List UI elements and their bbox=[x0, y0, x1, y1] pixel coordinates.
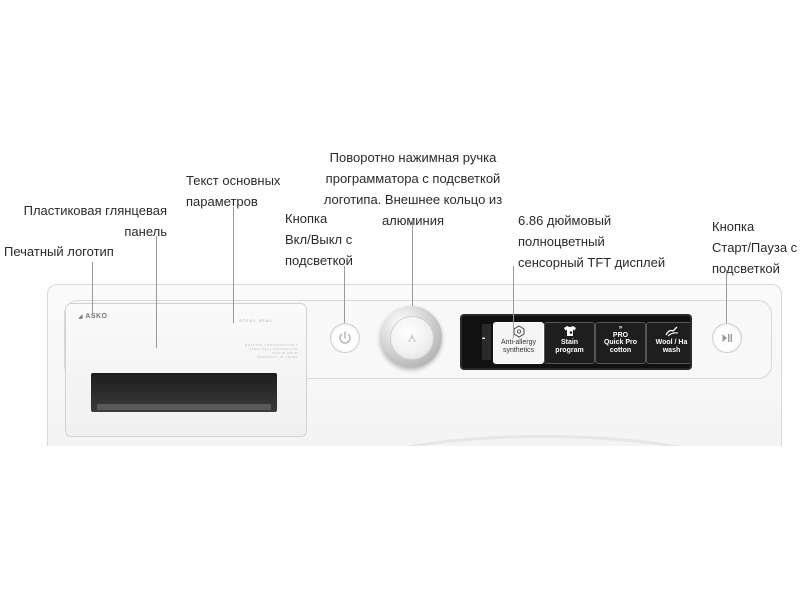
callout-start-button-line2: Старт/Пауза с bbox=[712, 240, 798, 255]
parameters-print-line: ACTIVE DRUM bbox=[271, 351, 298, 355]
bottom-background bbox=[0, 446, 800, 600]
callout-power-button-line3: подсветкой bbox=[285, 253, 353, 268]
knob-logo-icon bbox=[408, 334, 416, 342]
tile-line: Wool / Ha bbox=[655, 339, 688, 346]
callout-power-button-line2: Вкл/Выкл с bbox=[285, 232, 353, 247]
tile-line: program bbox=[555, 347, 584, 354]
callout-parameters-text-line2: параметров bbox=[186, 194, 258, 209]
power-button[interactable] bbox=[330, 323, 360, 353]
callout-glossy-panel: Пластиковая глянцевая панель bbox=[22, 200, 167, 242]
tile-line: wash bbox=[662, 347, 681, 354]
tile-line: Anti-allergy bbox=[500, 339, 536, 346]
parameters-print-title: STEEL SEAL bbox=[239, 318, 273, 323]
callout-start-button: Кнопка Старт/Пауза с подсветкой bbox=[712, 216, 797, 279]
printed-logo-text: ASKO bbox=[85, 313, 108, 320]
program-tile-quick-pro[interactable]: » PRO Quick Pro cotton bbox=[595, 322, 646, 364]
allergy-icon bbox=[494, 325, 543, 339]
leader-line-parameters-text bbox=[233, 207, 234, 323]
play-pause-icon bbox=[722, 334, 732, 342]
callout-power-button: Кнопка Вкл/Выкл с подсветкой bbox=[285, 208, 353, 271]
asko-a-icon: ◢ bbox=[78, 314, 86, 320]
leader-line-glossy-panel bbox=[156, 236, 157, 348]
detergent-drawer-glossy-panel[interactable] bbox=[65, 303, 307, 437]
shirt-stain-icon bbox=[545, 325, 594, 339]
callout-start-button-line3: подсветкой bbox=[712, 261, 780, 276]
callout-glossy-panel-line2: панель bbox=[124, 224, 167, 239]
power-icon bbox=[339, 331, 351, 344]
parameters-print-line: QUATTRO CONSTRUCTION 4 bbox=[245, 343, 298, 347]
callout-knob: Поворотно нажимная ручка программатора с… bbox=[318, 147, 508, 231]
start-pause-button[interactable] bbox=[712, 323, 742, 353]
program-tile-wool-hand[interactable]: Wool / Ha wash bbox=[646, 322, 690, 364]
callout-display: 6.86 дюймовый полноцветный сенсорный TFT… bbox=[518, 210, 665, 273]
program-tile-stain[interactable]: Stain program bbox=[544, 322, 595, 364]
program-tile-anti-allergy[interactable]: Anti-allergy synthetics bbox=[493, 322, 544, 364]
leader-line-knob bbox=[412, 218, 413, 306]
tft-touch-display[interactable]: Anti-allergy synthetics Stain program » … bbox=[460, 314, 692, 370]
knob-inner-face bbox=[390, 316, 434, 360]
tile-line: Quick Pro bbox=[603, 339, 638, 346]
drawer-handle-slot[interactable] bbox=[91, 373, 277, 412]
callout-start-button-line1: Кнопка bbox=[712, 219, 755, 234]
callout-printed-logo-line1: Печатный логотип bbox=[4, 244, 114, 259]
tile-line: Stain bbox=[560, 339, 579, 346]
pro-icon-text: PRO bbox=[612, 332, 629, 339]
callout-knob-line4: алюминия bbox=[318, 210, 508, 231]
callout-glossy-panel-line1: Пластиковая глянцевая bbox=[23, 203, 167, 218]
callout-knob-line1: Поворотно нажимная ручка bbox=[329, 150, 497, 165]
leader-line-display bbox=[513, 266, 514, 338]
callout-display-line1: 6.86 дюймовый bbox=[518, 213, 612, 228]
pro-icon: » PRO bbox=[596, 325, 645, 339]
leader-line-power-button bbox=[344, 266, 345, 323]
leader-line-printed-logo bbox=[92, 262, 93, 315]
tile-line: synthetics bbox=[502, 347, 535, 354]
callout-knob-line3: логотипа. Внешнее кольцо из bbox=[323, 192, 503, 207]
display-menu-button[interactable] bbox=[482, 324, 491, 360]
wool-hand-icon bbox=[647, 325, 690, 339]
callout-knob-line2: программатора с подсветкой bbox=[325, 171, 501, 186]
program-knob[interactable] bbox=[380, 306, 442, 368]
callout-parameters-text-line1: Текст основных bbox=[186, 173, 281, 188]
callout-display-line2: полноцветный bbox=[518, 234, 605, 249]
tile-line: cotton bbox=[609, 347, 632, 354]
callout-power-button-line1: Кнопка bbox=[285, 211, 328, 226]
callout-parameters-text: Текст основных параметров bbox=[186, 170, 280, 212]
parameters-print-line: WARRANTY 25 YEARS bbox=[257, 355, 298, 359]
callout-display-line3: сенсорный TFT дисплей bbox=[518, 255, 666, 270]
printed-logo: ◢ ASKO bbox=[78, 313, 108, 320]
fast-forward-icon: » bbox=[618, 325, 623, 331]
callout-printed-logo: Печатный логотип bbox=[4, 241, 114, 262]
leader-line-start-button bbox=[726, 270, 727, 323]
parameters-print-line: STEEL SEAL PROTECTION bbox=[249, 347, 298, 351]
parameters-print-text: QUATTRO CONSTRUCTION 4 STEEL SEAL PROTEC… bbox=[216, 343, 298, 359]
